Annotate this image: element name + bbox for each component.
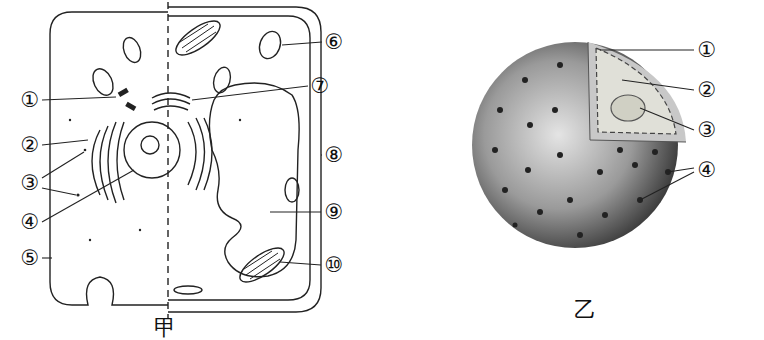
callout-number: ① xyxy=(698,40,717,61)
figure-caption: 乙 xyxy=(574,299,596,321)
callout-number: ④ xyxy=(698,160,717,181)
callout-number: ⑧ xyxy=(325,145,344,166)
callout-number: ⑦ xyxy=(311,76,330,97)
figure-caption: 甲 xyxy=(154,317,176,339)
callout-number: ⑤ xyxy=(21,248,40,269)
callout-number: ⑨ xyxy=(325,202,344,223)
callout-number: ④ xyxy=(21,212,40,233)
callout-number: ① xyxy=(21,90,40,111)
callout-number: ③ xyxy=(698,120,717,141)
callout-number: ⑥ xyxy=(325,32,344,53)
callout-number: ⑩ xyxy=(325,255,344,276)
callout-number: ③ xyxy=(21,173,40,194)
callout-number: ② xyxy=(21,135,40,156)
callout-number: ② xyxy=(698,80,717,101)
